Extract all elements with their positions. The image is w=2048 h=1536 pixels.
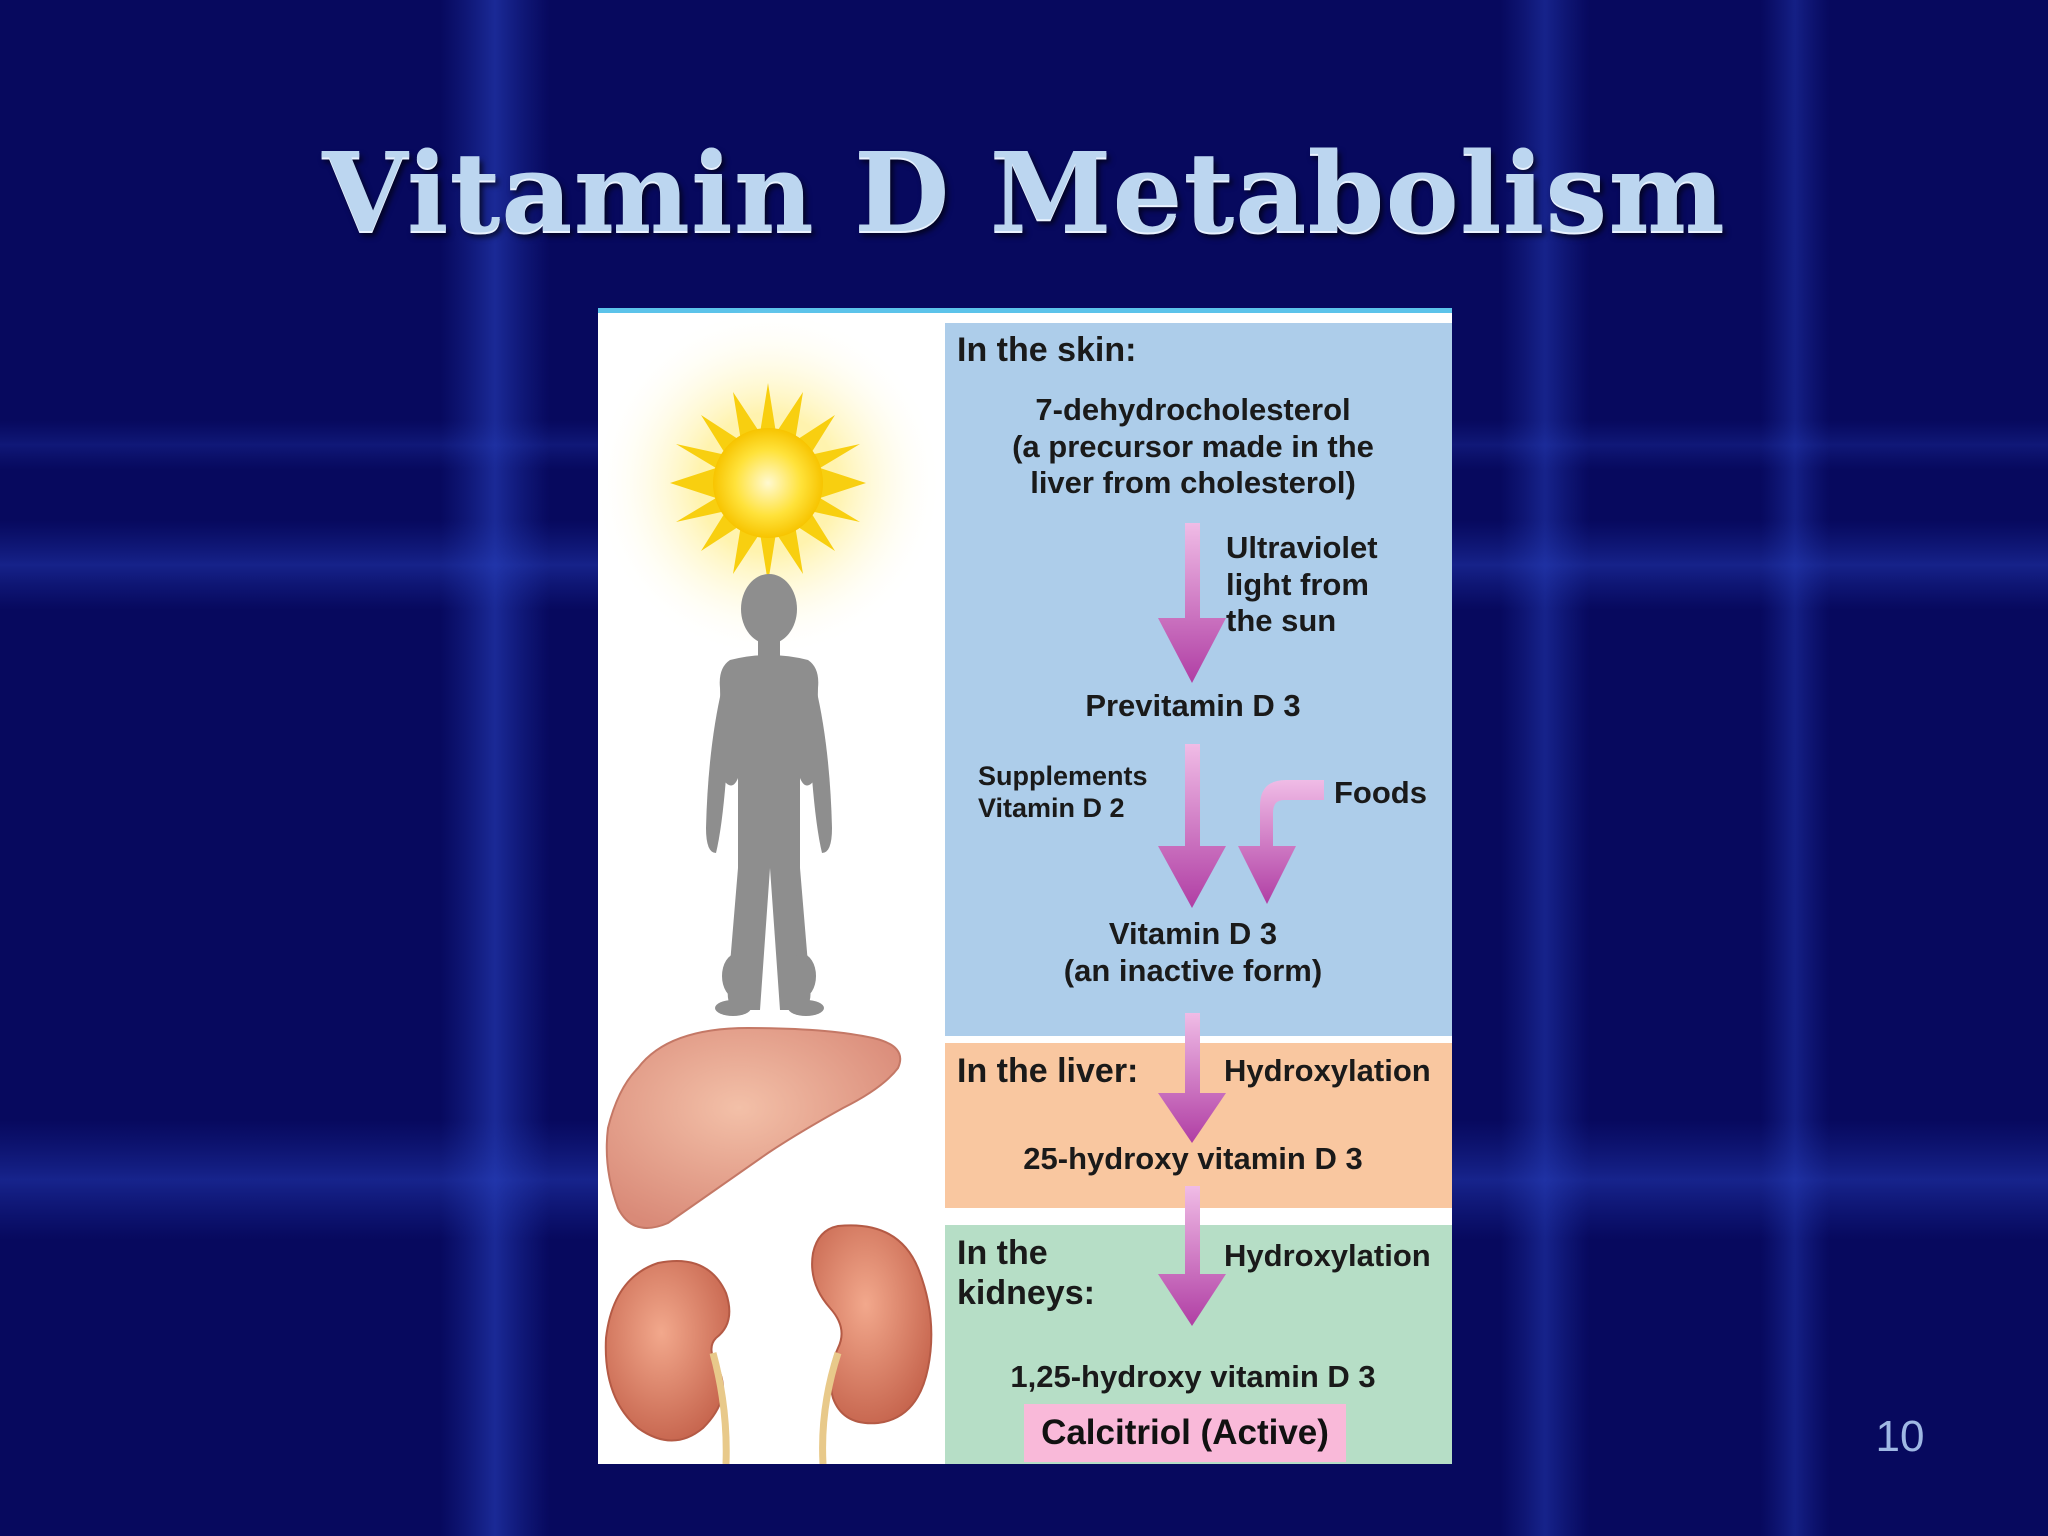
supplements-note: Supplements Vitamin D 2: [978, 761, 1148, 825]
hydroxy-vitamin-d3-label: 25-hydroxy vitamin D 3: [1023, 1141, 1363, 1176]
foods-arrow: [1238, 780, 1324, 904]
uv-arrow: [1158, 523, 1226, 683]
kidney-hydroxylation-label: Hydroxylation: [1224, 1238, 1431, 1273]
precursor-line-3: liver from cholesterol): [1030, 465, 1356, 501]
liver-hydroxylation-label: Hydroxylation: [1224, 1053, 1431, 1088]
calcitriol-active-badge: Calcitriol (Active): [1024, 1404, 1346, 1462]
kidneys-icon: [604, 1224, 933, 1464]
previtamin-label: Previtamin D 3: [1085, 688, 1301, 723]
vitamin-d-diagram: In the skin: 7-dehydrocholesterol (a pre…: [598, 308, 1452, 1464]
dihydroxy-vitamin-d3-label: 1,25-hydroxy vitamin D 3: [1010, 1359, 1376, 1394]
uv-note-line-3: the sun: [1226, 603, 1337, 639]
liver-heading: In the liver:: [957, 1052, 1139, 1090]
organ-illustrations: [598, 308, 943, 1464]
vitamin-d3-line-2: (an inactive form): [1063, 952, 1323, 988]
kidney-heading-line-2: kidneys:: [957, 1274, 1095, 1313]
skin-panel: [945, 323, 1452, 1036]
uv-note-line-1: Ultraviolet: [1226, 530, 1378, 565]
uv-light-note: Ultraviolet light from the sun: [1226, 530, 1378, 640]
vitamin-d3-label: Vitamin D 3 (an inactive form): [1028, 916, 1358, 989]
precursor-line-1: 7-dehydrocholesterol: [1035, 392, 1351, 427]
slide-title: Vitamin D Metabolism: [322, 128, 1726, 257]
human-silhouette-icon: [706, 574, 832, 1016]
supplements-arrow: [1158, 744, 1226, 908]
skin-heading: In the skin:: [957, 331, 1137, 369]
uv-note-line-2: light from: [1226, 566, 1369, 602]
precursor-line-2: (a precursor made in the: [1012, 428, 1374, 464]
foods-note: Foods: [1334, 775, 1427, 810]
figure-top-border: [598, 308, 1452, 313]
precursor-label: 7-dehydrocholesterol (a precursor made i…: [998, 392, 1388, 502]
flow-arrows: [1158, 523, 1324, 1326]
liver-hydroxylation-arrow: [1158, 1013, 1226, 1143]
sun-icon: [670, 383, 866, 583]
supplements-line-1: Supplements: [978, 761, 1148, 791]
liver-icon: [605, 1026, 902, 1229]
kidney-hydroxylation-arrow: [1158, 1186, 1226, 1326]
supplements-line-2: Vitamin D 2: [978, 792, 1125, 823]
kidney-heading-line-1: In the: [957, 1234, 1048, 1272]
kidney-heading: In the kidneys:: [957, 1233, 1095, 1313]
page-number: 10: [1875, 1412, 1925, 1461]
vitamin-d3-line-1: Vitamin D 3: [1108, 916, 1278, 951]
